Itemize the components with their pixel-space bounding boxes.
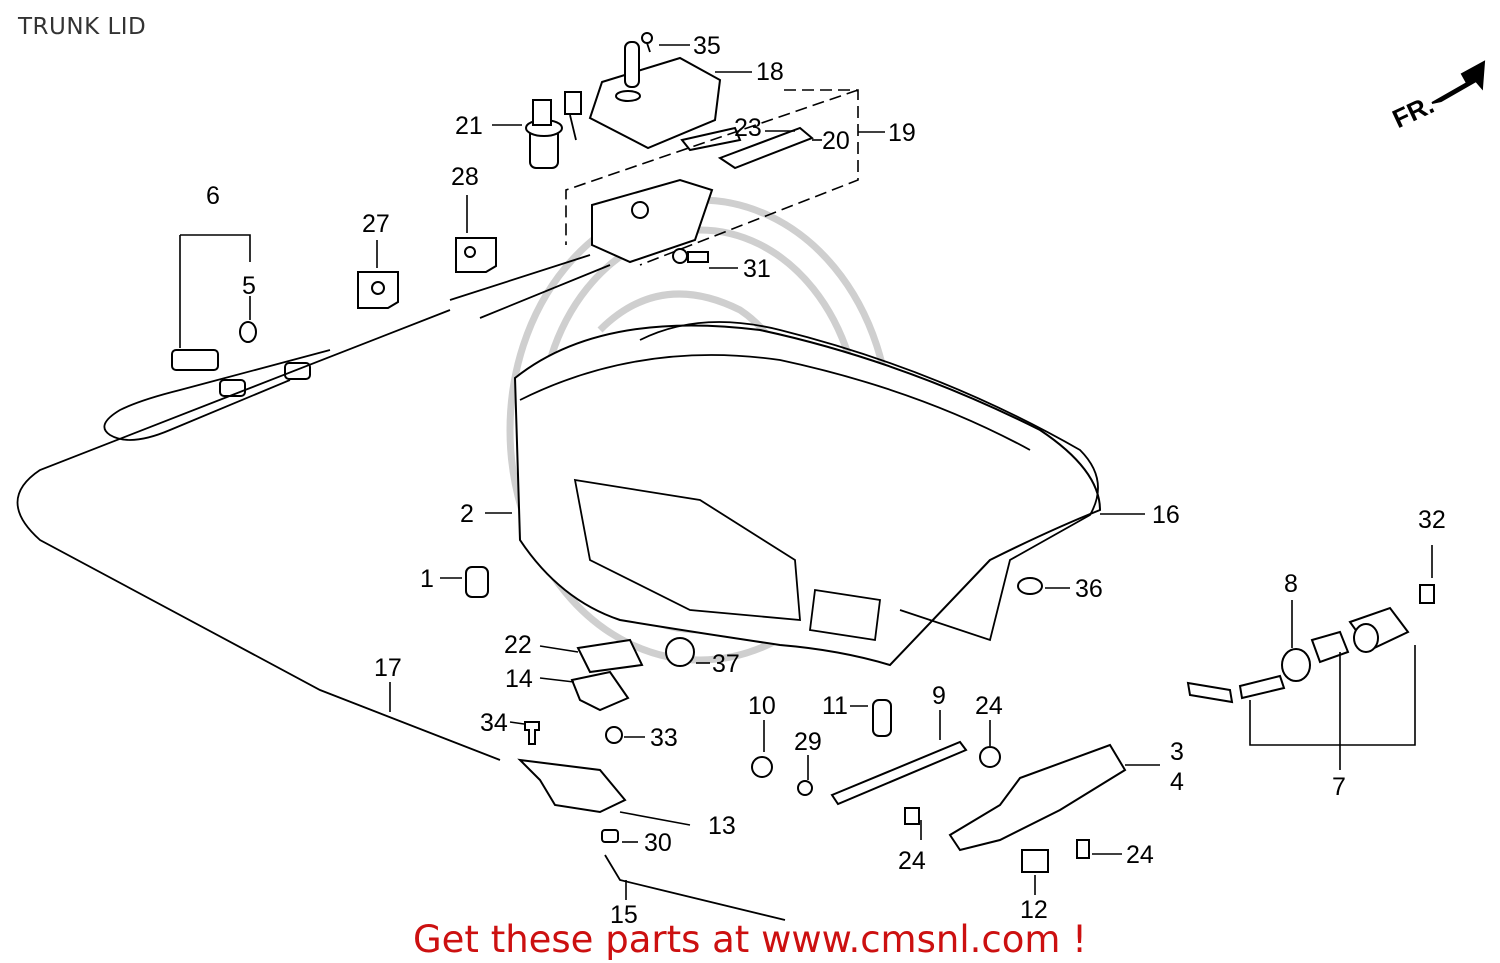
clip-29 bbox=[797, 780, 813, 796]
callout-10: 10 bbox=[748, 692, 776, 720]
bolt-31 bbox=[672, 248, 709, 264]
cushion-11 bbox=[872, 699, 892, 737]
callout-29: 29 bbox=[794, 728, 822, 756]
latch-13 bbox=[517, 758, 627, 814]
bolt-24-right bbox=[1076, 839, 1090, 859]
bolt-33 bbox=[605, 726, 623, 744]
callout-21: 21 bbox=[455, 112, 483, 140]
callout-4: 4 bbox=[1170, 768, 1184, 796]
callout-30: 30 bbox=[644, 829, 672, 857]
hinge-3-4 bbox=[948, 743, 1127, 852]
lock-mechanism bbox=[591, 178, 714, 264]
bracket-22 bbox=[576, 638, 644, 674]
trim-plate-23 bbox=[680, 126, 742, 152]
callout-24-left: 24 bbox=[898, 847, 926, 875]
clip-30 bbox=[601, 829, 619, 843]
callout-12: 12 bbox=[1020, 896, 1048, 924]
callout-22: 22 bbox=[504, 631, 532, 659]
callout-6: 6 bbox=[206, 182, 220, 210]
callout-33: 33 bbox=[650, 724, 678, 752]
callout-labels: 35 18 21 23 20 19 28 6 27 31 5 2 16 32 1… bbox=[206, 32, 1446, 929]
assembly-bracket-19 bbox=[565, 89, 859, 266]
callout-32: 32 bbox=[1418, 506, 1446, 534]
promo-link-text[interactable]: Get these parts at www.cmsnl.com ! bbox=[412, 918, 1087, 961]
trim-plate-20 bbox=[717, 126, 814, 170]
diagram-title: TRUNK LID bbox=[18, 14, 147, 40]
cable-opener-handle bbox=[171, 349, 219, 371]
callout-9: 9 bbox=[932, 682, 946, 710]
callout-11: 11 bbox=[822, 692, 848, 720]
nut-25 bbox=[979, 746, 1001, 768]
latch-28 bbox=[455, 237, 497, 273]
lock-cylinder-7 bbox=[1310, 606, 1410, 664]
front-direction-label: FR. bbox=[1388, 89, 1439, 134]
callout-19: 19 bbox=[888, 119, 916, 147]
bolt-24-left bbox=[904, 807, 920, 825]
callout-17: 17 bbox=[374, 654, 402, 682]
callout-34: 34 bbox=[480, 709, 508, 737]
callout-15: 15 bbox=[610, 901, 638, 929]
callout-5: 5 bbox=[242, 272, 256, 300]
plug-37 bbox=[665, 637, 695, 667]
nut-12 bbox=[1021, 849, 1049, 873]
washer-5 bbox=[239, 321, 257, 343]
callout-3: 3 bbox=[1170, 738, 1184, 766]
trunk-lid-2 bbox=[513, 324, 1102, 667]
screw-34 bbox=[524, 721, 540, 745]
callout-18: 18 bbox=[756, 58, 784, 86]
callout-23: 23 bbox=[734, 114, 762, 142]
clip-10 bbox=[751, 756, 773, 778]
front-direction-arrow bbox=[1431, 60, 1486, 104]
strut-9 bbox=[830, 740, 968, 806]
callout-14: 14 bbox=[505, 665, 533, 693]
cable-upper bbox=[449, 254, 611, 319]
callout-7: 7 bbox=[1332, 773, 1346, 801]
cable-opener-6 bbox=[103, 349, 331, 441]
key-cylinder-21 bbox=[525, 91, 582, 169]
keys bbox=[1186, 674, 1286, 704]
callout-13: 13 bbox=[708, 812, 736, 840]
callout-8: 8 bbox=[1284, 570, 1298, 598]
latch-27 bbox=[357, 271, 399, 309]
trunk-cover-18 bbox=[588, 41, 722, 150]
cable-17-long bbox=[16, 309, 501, 761]
callout-1: 1 bbox=[420, 565, 434, 593]
rod-15 bbox=[604, 854, 786, 921]
bracket-14 bbox=[570, 670, 630, 712]
callout-31: 31 bbox=[743, 255, 771, 283]
callout-24-right: 24 bbox=[1126, 841, 1154, 869]
callout-28: 28 bbox=[451, 163, 479, 191]
bumper-1 bbox=[465, 566, 489, 598]
grommet-36 bbox=[1017, 577, 1043, 595]
callout-25: 24 bbox=[975, 692, 1003, 720]
weatherstrip-16 bbox=[639, 321, 1099, 642]
callout-36: 36 bbox=[1075, 575, 1103, 603]
callout-16: 16 bbox=[1152, 501, 1180, 529]
gasket-8 bbox=[1281, 648, 1311, 682]
callout-2: 2 bbox=[460, 500, 474, 528]
bolt-32 bbox=[1419, 584, 1435, 604]
callout-37: 37 bbox=[712, 650, 740, 678]
leader-lines bbox=[179, 44, 1433, 900]
screw-35 bbox=[641, 32, 653, 53]
callout-27: 27 bbox=[362, 210, 390, 238]
callout-35: 35 bbox=[693, 32, 721, 60]
callout-20: 20 bbox=[822, 127, 850, 155]
